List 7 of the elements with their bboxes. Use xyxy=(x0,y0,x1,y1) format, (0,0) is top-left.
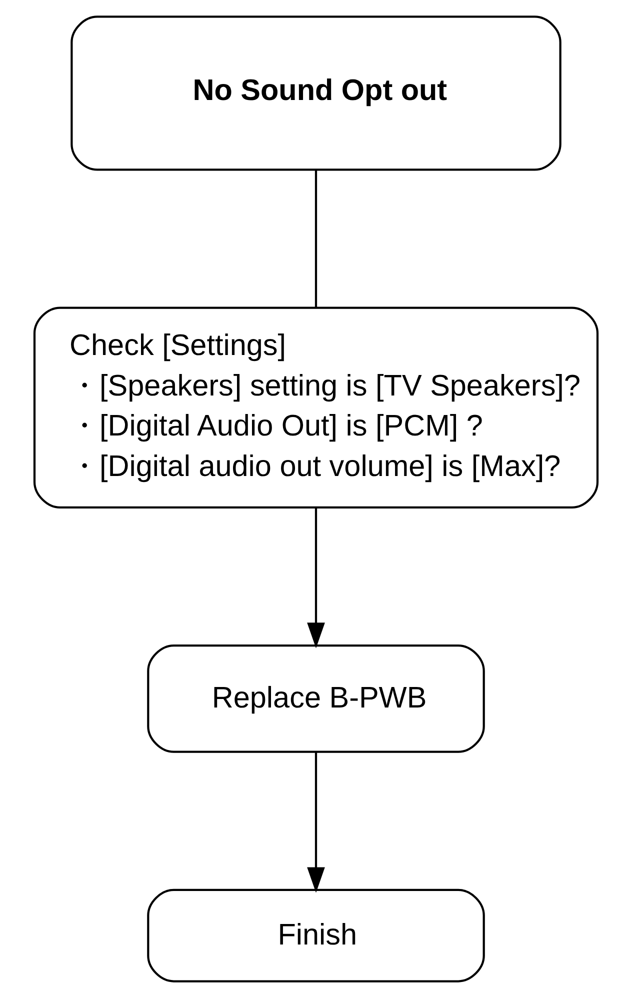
node-box: Replace B-PWB xyxy=(146,644,484,753)
node-box: Check [Settings] ・[Speakers] setting is [TV Speakers]? ・[Digital Audio Out] is [PCM] ? ・[Digital audio out volume] is [Max]? xyxy=(32,306,598,509)
node-box: Finish xyxy=(146,888,484,982)
arrow xyxy=(306,508,324,648)
connector xyxy=(314,170,317,308)
arrow xyxy=(306,752,324,893)
node-box: No Sound Opt out xyxy=(70,16,561,171)
